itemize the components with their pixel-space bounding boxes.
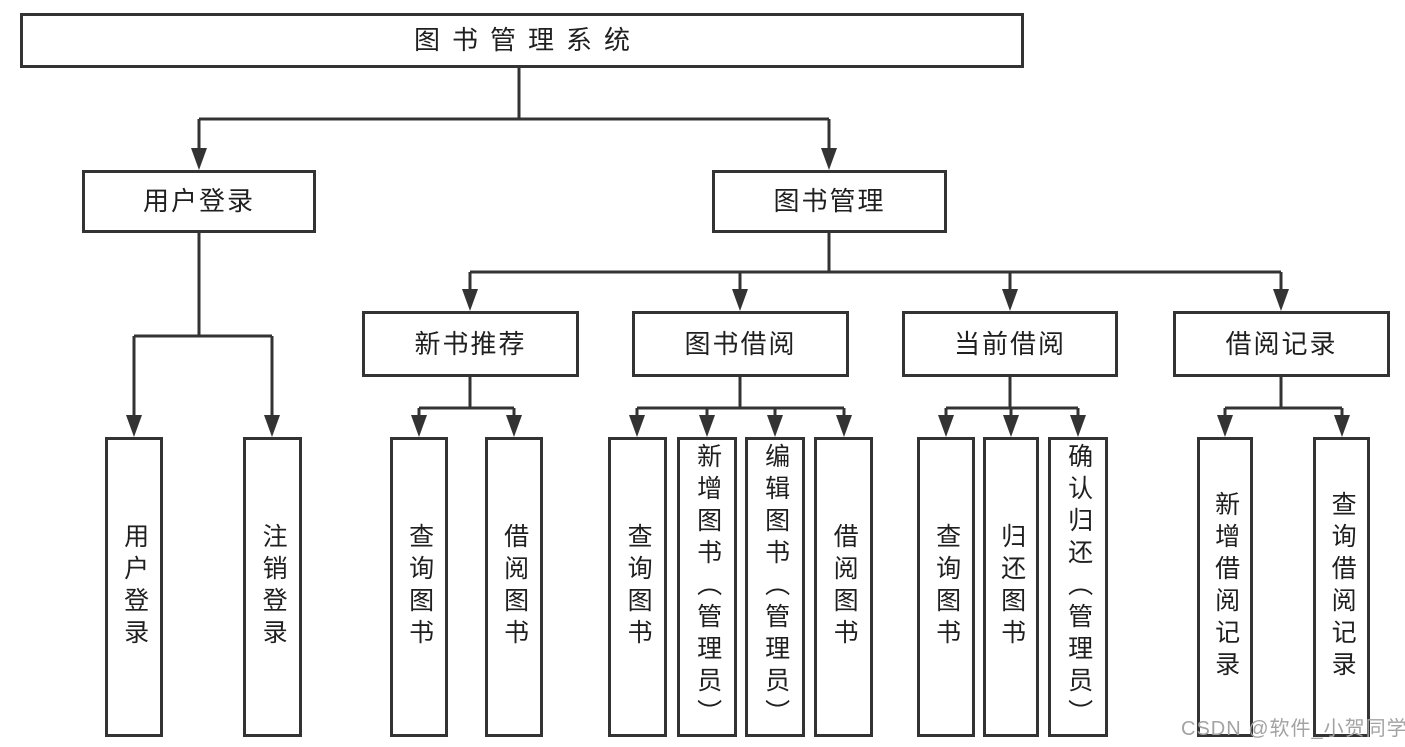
connector-current-borrow-to-children: [938, 377, 1086, 437]
node-query-borrow-record: 查询借阅记录: [1313, 437, 1370, 737]
node-edit-book-admin: 编辑图书（管理员）: [745, 437, 805, 737]
node-borrowing-records: 借阅记录: [1173, 311, 1390, 377]
connector-user-login-to-children: [126, 233, 280, 437]
connector-new-book-rec-to-children: [411, 377, 522, 437]
node-current-borrowing: 当前借阅: [902, 311, 1118, 377]
node-query-books-1: 查询图书: [390, 437, 448, 737]
connector-book-borrow-to-children: [629, 377, 852, 437]
connector-book-mgmt-to-level3: [462, 233, 1289, 311]
node-user-login: 用户登录: [82, 170, 316, 233]
node-new-book-recommend: 新书推荐: [362, 311, 579, 377]
node-add-borrow-record: 新增借阅记录: [1197, 437, 1253, 737]
node-borrow-books-1: 借阅图书: [485, 437, 543, 737]
node-book-management: 图书管理: [712, 170, 947, 233]
connector-root-to-level2: [191, 68, 837, 170]
node-borrow-books-2: 借阅图书: [814, 437, 873, 737]
node-logout: 注销登录: [243, 437, 302, 737]
node-book-borrowing: 图书借阅: [632, 311, 849, 377]
node-confirm-return-admin: 确认归还（管理员）: [1048, 437, 1108, 737]
node-query-books-3: 查询图书: [917, 437, 975, 737]
node-query-books-2: 查询图书: [608, 437, 667, 737]
node-library-management-system: 图书管理系统: [20, 13, 1024, 68]
connector-borrow-records-to-children: [1217, 377, 1350, 437]
node-add-book-admin: 新增图书（管理员）: [677, 437, 737, 737]
csdn-watermark: CSDN @软件_小贺同学: [1181, 718, 1405, 740]
node-return-book: 归还图书: [983, 437, 1039, 737]
node-user-login-leaf: 用户登录: [105, 437, 163, 737]
